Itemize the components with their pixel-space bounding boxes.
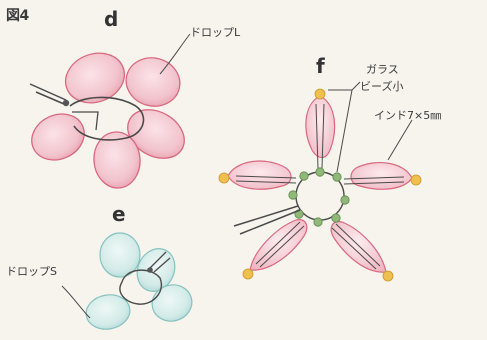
tip-bead: [315, 89, 325, 99]
glass-bead: [316, 168, 324, 176]
drop-s-petal: [100, 233, 140, 277]
label-drop-s: ドロップS: [6, 266, 57, 277]
tip-bead: [411, 175, 421, 185]
tip-bead: [243, 269, 253, 279]
leader-line: [160, 34, 190, 74]
label-glass-beads-line1: ガラス: [366, 64, 399, 75]
drop-s-petal: [83, 291, 132, 332]
label-d: d: [104, 9, 118, 29]
leader-line: [328, 82, 360, 90]
indo-petal: [228, 161, 291, 189]
label-e: e: [112, 204, 126, 224]
drop-l-petal: [24, 106, 92, 169]
label-drop-l: ドロップL: [190, 27, 240, 38]
label-f: f: [316, 56, 325, 76]
indo-petal: [351, 163, 412, 190]
glass-bead: [333, 173, 341, 181]
leader-line: [388, 120, 412, 160]
label-glass-beads-line2: ビーズ小: [360, 81, 403, 92]
figure-number: 図4: [6, 9, 29, 23]
leader-line: [62, 286, 90, 318]
drop-l-petal: [59, 45, 132, 111]
glass-bead: [314, 218, 322, 226]
leader-line: [337, 90, 352, 172]
glass-bead: [289, 191, 297, 199]
tip-bead: [383, 271, 393, 281]
glass-bead: [300, 172, 308, 180]
tip-bead: [219, 173, 229, 183]
glass-bead: [332, 214, 340, 222]
crimp-bead: [63, 100, 69, 106]
crimp-bead: [147, 267, 153, 273]
flower-e: [62, 233, 196, 333]
flower-d: [24, 34, 193, 190]
indo-petal: [331, 222, 386, 272]
indo-petal: [306, 96, 335, 158]
glass-bead: [341, 196, 349, 204]
label-indo: インド7×5㎜: [374, 110, 441, 121]
